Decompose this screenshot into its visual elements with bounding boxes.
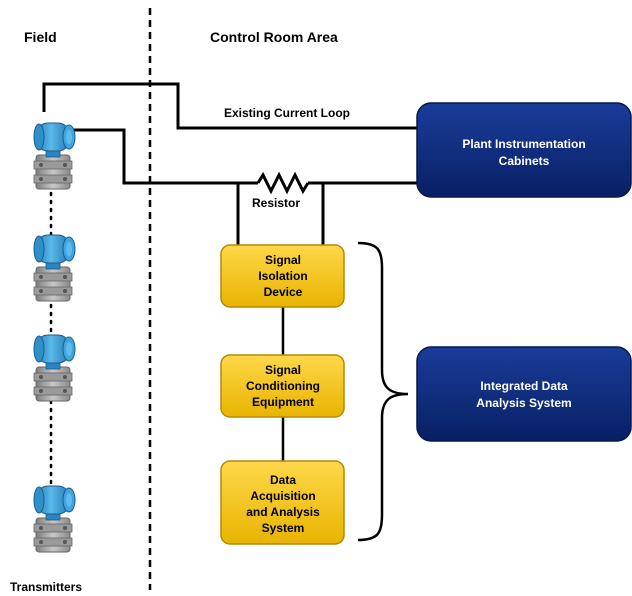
signal-conditioning-line3: Equipment [252,395,314,409]
signal-conditioning-line1: Signal [265,363,301,377]
existing-current-loop-wire [42,82,420,130]
integrated-system-line1: Integrated Data [480,379,568,393]
data-acquisition-line3: and Analysis [246,505,320,519]
grouping-brace [357,241,409,542]
data-acquisition-line4: System [262,521,305,535]
pressure-transmitter-icon [33,122,76,190]
pressure-transmitter-icon [33,234,76,302]
pressure-transmitter-icon [33,485,76,553]
resistor-loop-wire [62,128,258,185]
transmitters-label: Transmitters [10,580,82,594]
existing-current-loop-label: Existing Current Loop [224,106,350,120]
signal-isolation-device-box: Signal Isolation Device [220,244,345,308]
resistor-label: Resistor [252,196,300,210]
data-acquisition-line1: Data [270,473,296,487]
plant-instrumentation-cabinets-box: Plant Instrumentation Cabinets [416,102,632,198]
data-acquisition-line2: Acquisition [250,489,315,503]
signal-isolation-line3: Device [264,285,303,299]
data-acquisition-system-box: Data Acquisition and Analysis System [220,460,345,545]
resistor-symbol [256,171,310,195]
plant-cabinets-line1: Plant Instrumentation [462,137,585,151]
field-label: Field [24,29,57,45]
signal-conditioning-equipment-box: Signal Conditioning Equipment [220,354,345,418]
integrated-data-analysis-system-box: Integrated Data Analysis System [416,346,632,442]
control-room-label: Control Room Area [210,29,338,45]
integrated-system-line2: Analysis System [476,396,571,410]
plant-cabinets-line2: Cabinets [499,154,550,168]
signal-isolation-line1: Signal [265,253,301,267]
signal-isolation-line2: Isolation [258,269,307,283]
pressure-transmitter-icon [33,334,76,402]
signal-conditioning-line2: Conditioning [246,379,320,393]
